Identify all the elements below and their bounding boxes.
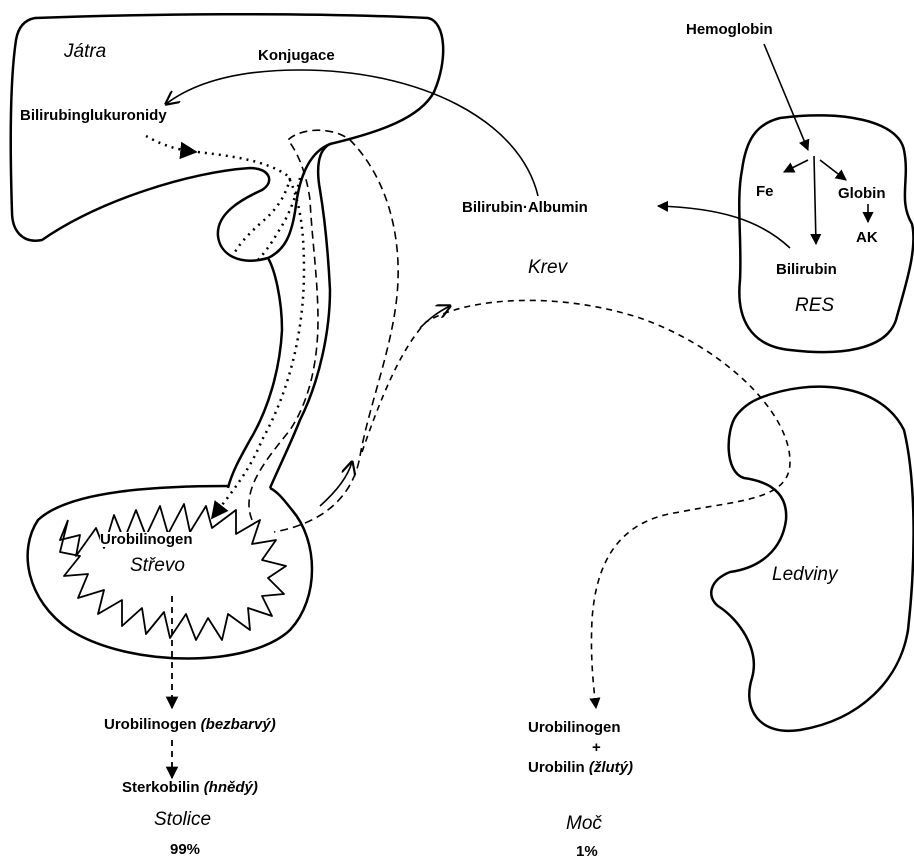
conjugation-label: Konjugace xyxy=(258,48,335,63)
urine-title: Moč xyxy=(566,814,602,833)
kidney-label: Ledviny xyxy=(772,565,838,584)
stool-title: Stolice xyxy=(154,810,211,829)
enterohepatic-dashed-path xyxy=(249,130,398,532)
stool-sterkobilin: Sterkobilin xyxy=(122,779,200,796)
fe-arrow xyxy=(784,160,808,172)
bilirubin-albumin-label: Bilirubin·Albumin xyxy=(462,200,588,215)
fe-label: Fe xyxy=(756,184,774,199)
stool-percent: 99% xyxy=(170,842,200,857)
globin-label: Globin xyxy=(838,186,886,201)
blood-label: Krev xyxy=(528,258,567,277)
stool-sterkobilin-line: Sterkobilin (hnědý) xyxy=(122,780,258,795)
ak-label: AK xyxy=(856,230,878,245)
urine-urobilinogen: Urobilinogen xyxy=(528,720,621,735)
kidney-outline xyxy=(711,387,913,731)
bilirubin-glucuronides-label: Bilirubinglukuronidy xyxy=(20,108,167,123)
enterohepatic-return-arrow xyxy=(320,462,352,506)
bilirubin-to-albumin-arrow xyxy=(658,206,790,248)
stool-urobilinogen-note: (bezbarvý) xyxy=(201,716,276,733)
urobilinogen-intestine-label: Urobilinogen xyxy=(100,532,193,547)
bile-duct-left-wall xyxy=(228,258,282,488)
hemoglobin-arrow xyxy=(764,44,808,150)
stool-sterkobilin-note: (hnědý) xyxy=(204,779,258,796)
urine-plus: + xyxy=(592,740,601,755)
urine-urobilin: Urobilin xyxy=(528,759,585,776)
hemoglobin-label: Hemoglobin xyxy=(686,22,773,37)
stool-urobilinogen-line: Urobilinogen (bezbarvý) xyxy=(104,717,276,732)
urine-urobilin-line: Urobilin (žlutý) xyxy=(528,760,633,775)
intestine-label: Střevo xyxy=(130,556,185,575)
urine-urobilin-note: (žlutý) xyxy=(589,759,633,776)
albumin-to-liver-arrow xyxy=(166,70,538,196)
res-outline xyxy=(739,115,913,352)
res-label: RES xyxy=(795,296,834,315)
blood-to-kidney-dashed-path xyxy=(362,300,790,708)
bilirubin-label: Bilirubin xyxy=(776,262,837,277)
duct-dotted-path-1 xyxy=(198,152,304,518)
globin-arrow xyxy=(820,160,846,180)
glucuronide-dotted-path xyxy=(146,136,196,152)
bile-duct-right-wall xyxy=(270,144,330,488)
urine-percent: 1% xyxy=(576,844,598,859)
bilirubin-arrow xyxy=(814,156,816,244)
stool-urobilinogen: Urobilinogen xyxy=(104,716,197,733)
liver-label: Játra xyxy=(64,42,106,61)
